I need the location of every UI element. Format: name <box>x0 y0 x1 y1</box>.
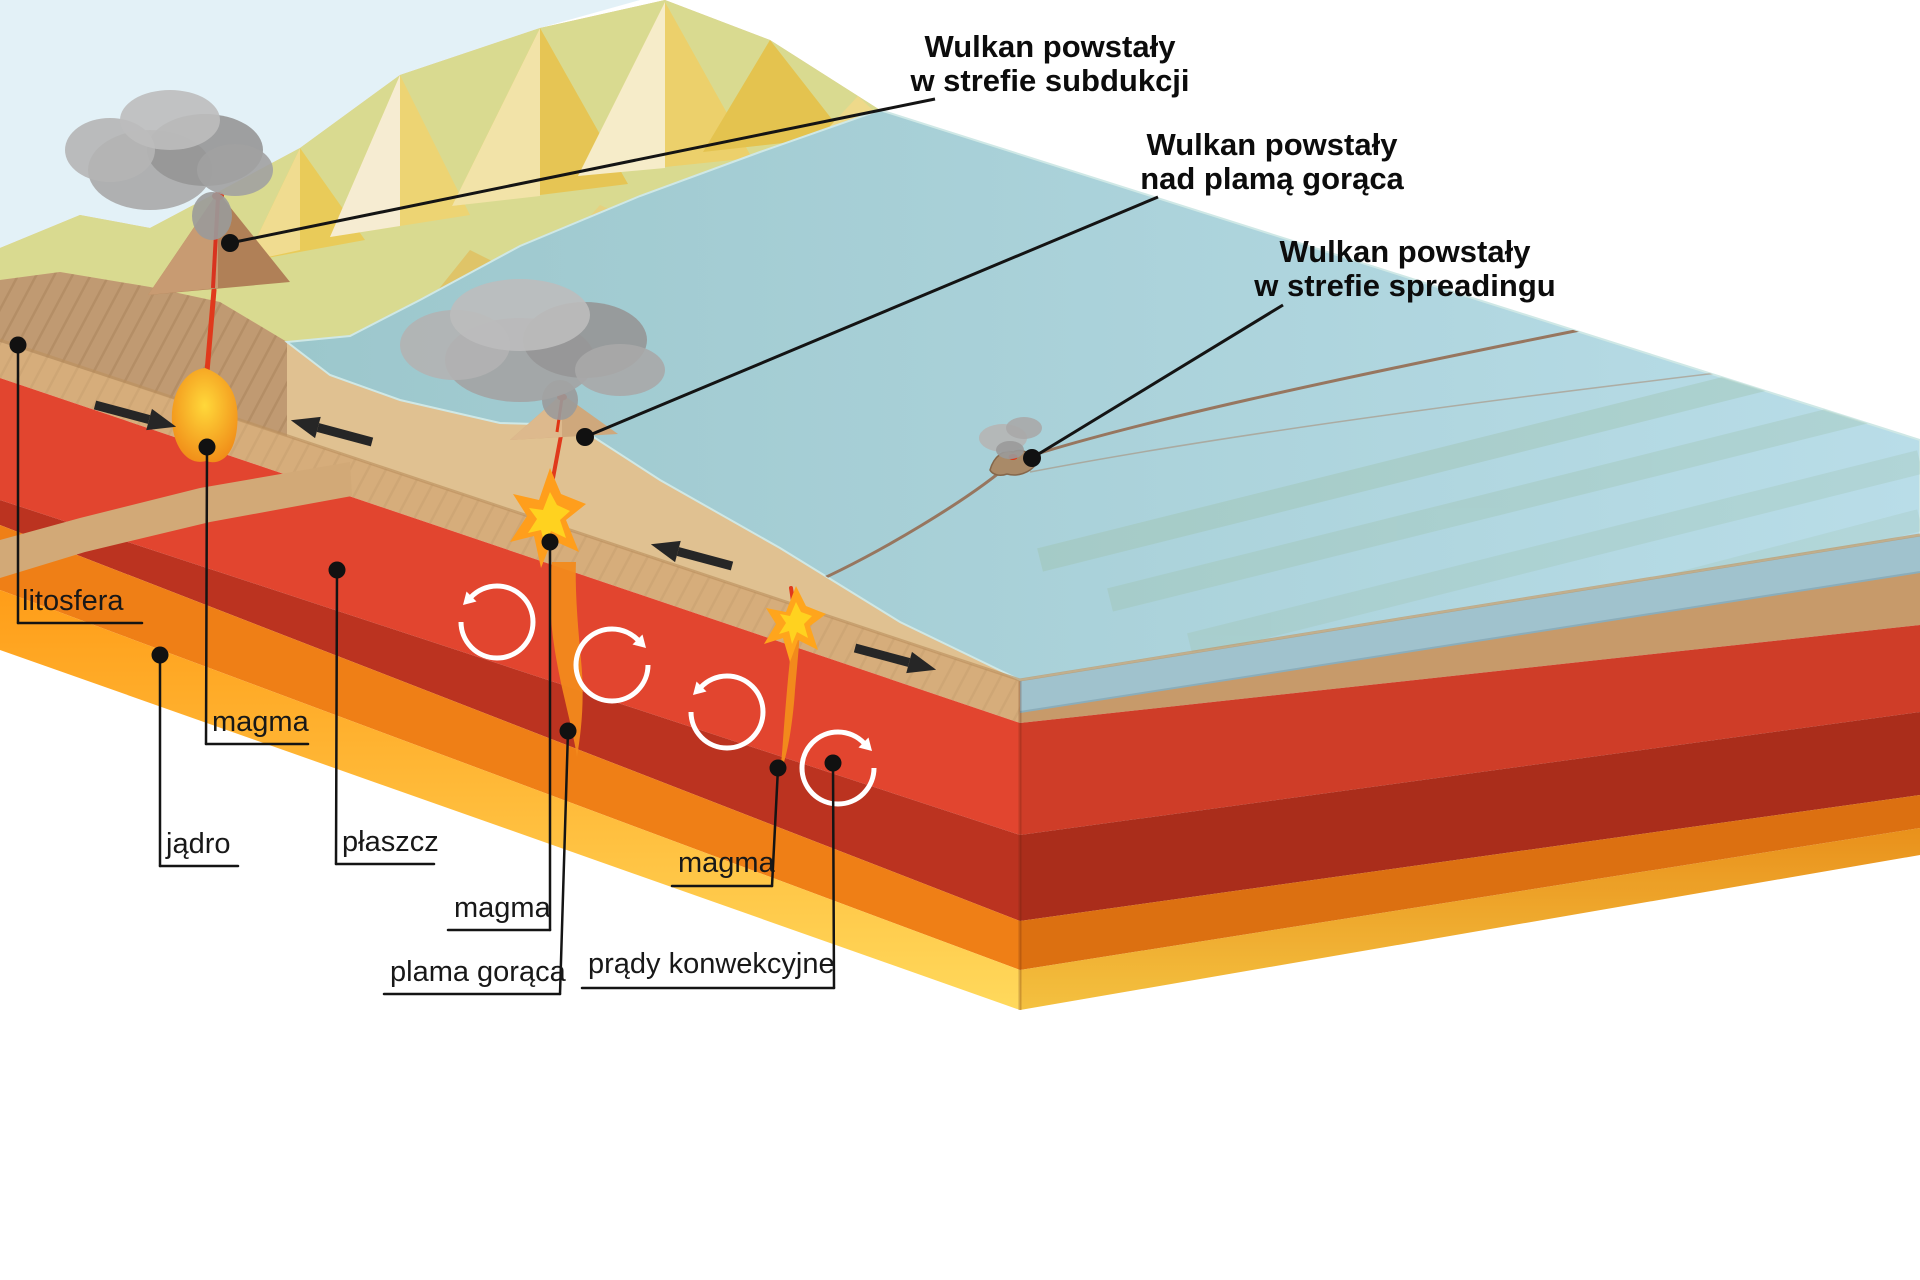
callout-dot-subduction <box>221 234 239 252</box>
subducting-slab <box>0 462 352 578</box>
smoke-puff <box>996 441 1024 459</box>
spreading-magma-flame-core <box>779 602 812 644</box>
smoke-puff <box>120 90 220 150</box>
dot-prady <box>824 754 842 772</box>
callout-spreading-line2: w strefie spreadingu <box>1253 268 1555 303</box>
right-face <box>1018 535 1920 1010</box>
callout-line-subduction <box>229 97 936 245</box>
dot-plama-goraca <box>559 722 577 740</box>
ridge-crest-line <box>792 328 1581 594</box>
mountain-highlight <box>245 148 300 262</box>
label-magma-center: magma <box>454 892 552 924</box>
smoke-cloud-spreading <box>979 417 1042 459</box>
leader-plaszcz <box>334 568 339 866</box>
callout-spreading-line1: Wulkan powstały <box>1280 234 1532 269</box>
magma-features <box>171 287 826 772</box>
callout-dot-spreading <box>1023 449 1041 467</box>
label-magma-right: magma <box>678 847 776 879</box>
core-layer-right <box>1020 828 1920 1010</box>
leader-magma-left <box>204 445 209 746</box>
smoke-puff <box>192 192 232 240</box>
callout-dot-hotspot <box>576 428 594 446</box>
mountain-highlight <box>578 2 665 176</box>
block-top-edge <box>0 338 1920 682</box>
front-face <box>0 340 1020 1010</box>
deep-mantle-layer-front <box>0 500 1020 921</box>
label-prady: prądy konwekcyjne <box>588 948 835 980</box>
label-magma-left: magma <box>212 706 310 738</box>
smoke-cloud-subduction <box>65 90 273 240</box>
callout-hotspot-line2: nad plamą gorąca <box>1140 161 1404 196</box>
label-plama-goraca: plama gorąca <box>390 956 567 988</box>
hotspot-magma-flame-core <box>528 492 570 546</box>
callout-hotspot-line1: Wulkan powstały <box>1147 127 1399 162</box>
smoke-puff <box>197 144 273 196</box>
mountain-highlight <box>452 28 540 206</box>
callout-line-hotspot <box>584 195 1159 439</box>
mantle-layer-right <box>1020 625 1920 835</box>
dot-plaszcz <box>328 561 346 579</box>
ridge-stripe <box>1187 450 1920 657</box>
hotspot-plume <box>549 562 583 757</box>
dot-magma-left <box>198 438 216 456</box>
lithosphere-texture <box>0 340 1020 723</box>
right-face-shade <box>1020 535 1920 1010</box>
dot-magma-right <box>769 759 787 777</box>
spreading-magma-column <box>780 612 802 772</box>
layer-labels: litosfera magma jądro płaszcz magma plam… <box>9 336 842 996</box>
magma-chamber <box>171 368 238 463</box>
leader-magma-right <box>770 766 780 888</box>
leader-prady <box>831 761 836 990</box>
subduction-magma-conduit <box>204 287 217 375</box>
dot-jadro <box>151 646 169 664</box>
ocean-water-edge <box>1020 535 1920 712</box>
smoke-puff <box>575 344 665 396</box>
callouts: Wulkan powstały w strefie subdukcji Wulk… <box>221 29 1556 467</box>
label-jadro: jądro <box>165 828 231 860</box>
callout-line-spreading <box>1031 303 1284 460</box>
hotspot-conduit <box>551 428 564 480</box>
smoke-puff <box>1006 417 1042 439</box>
ridge-stripe <box>1107 386 1920 612</box>
waterline-edge <box>1019 571 1920 713</box>
mountain-highlight <box>330 75 400 237</box>
callout-subduction-line1: Wulkan powstały <box>925 29 1177 64</box>
dot-litosfera <box>9 336 27 354</box>
deep-mantle-layer-right <box>1020 712 1920 921</box>
dot-magma-center <box>541 533 559 551</box>
callout-subduction-line2: w strefie subdukcji <box>909 63 1189 98</box>
label-plaszcz: płaszcz <box>342 826 439 858</box>
leader-plama-goraca <box>558 729 570 996</box>
smoke-puff <box>450 279 590 351</box>
smoke-cloud-hotspot <box>400 279 665 420</box>
core-layer-front <box>0 590 1020 1010</box>
label-litosfera: litosfera <box>22 585 124 617</box>
asthenosphere-layer-front <box>0 525 1020 970</box>
asthenosphere-layer-right <box>1020 795 1920 970</box>
